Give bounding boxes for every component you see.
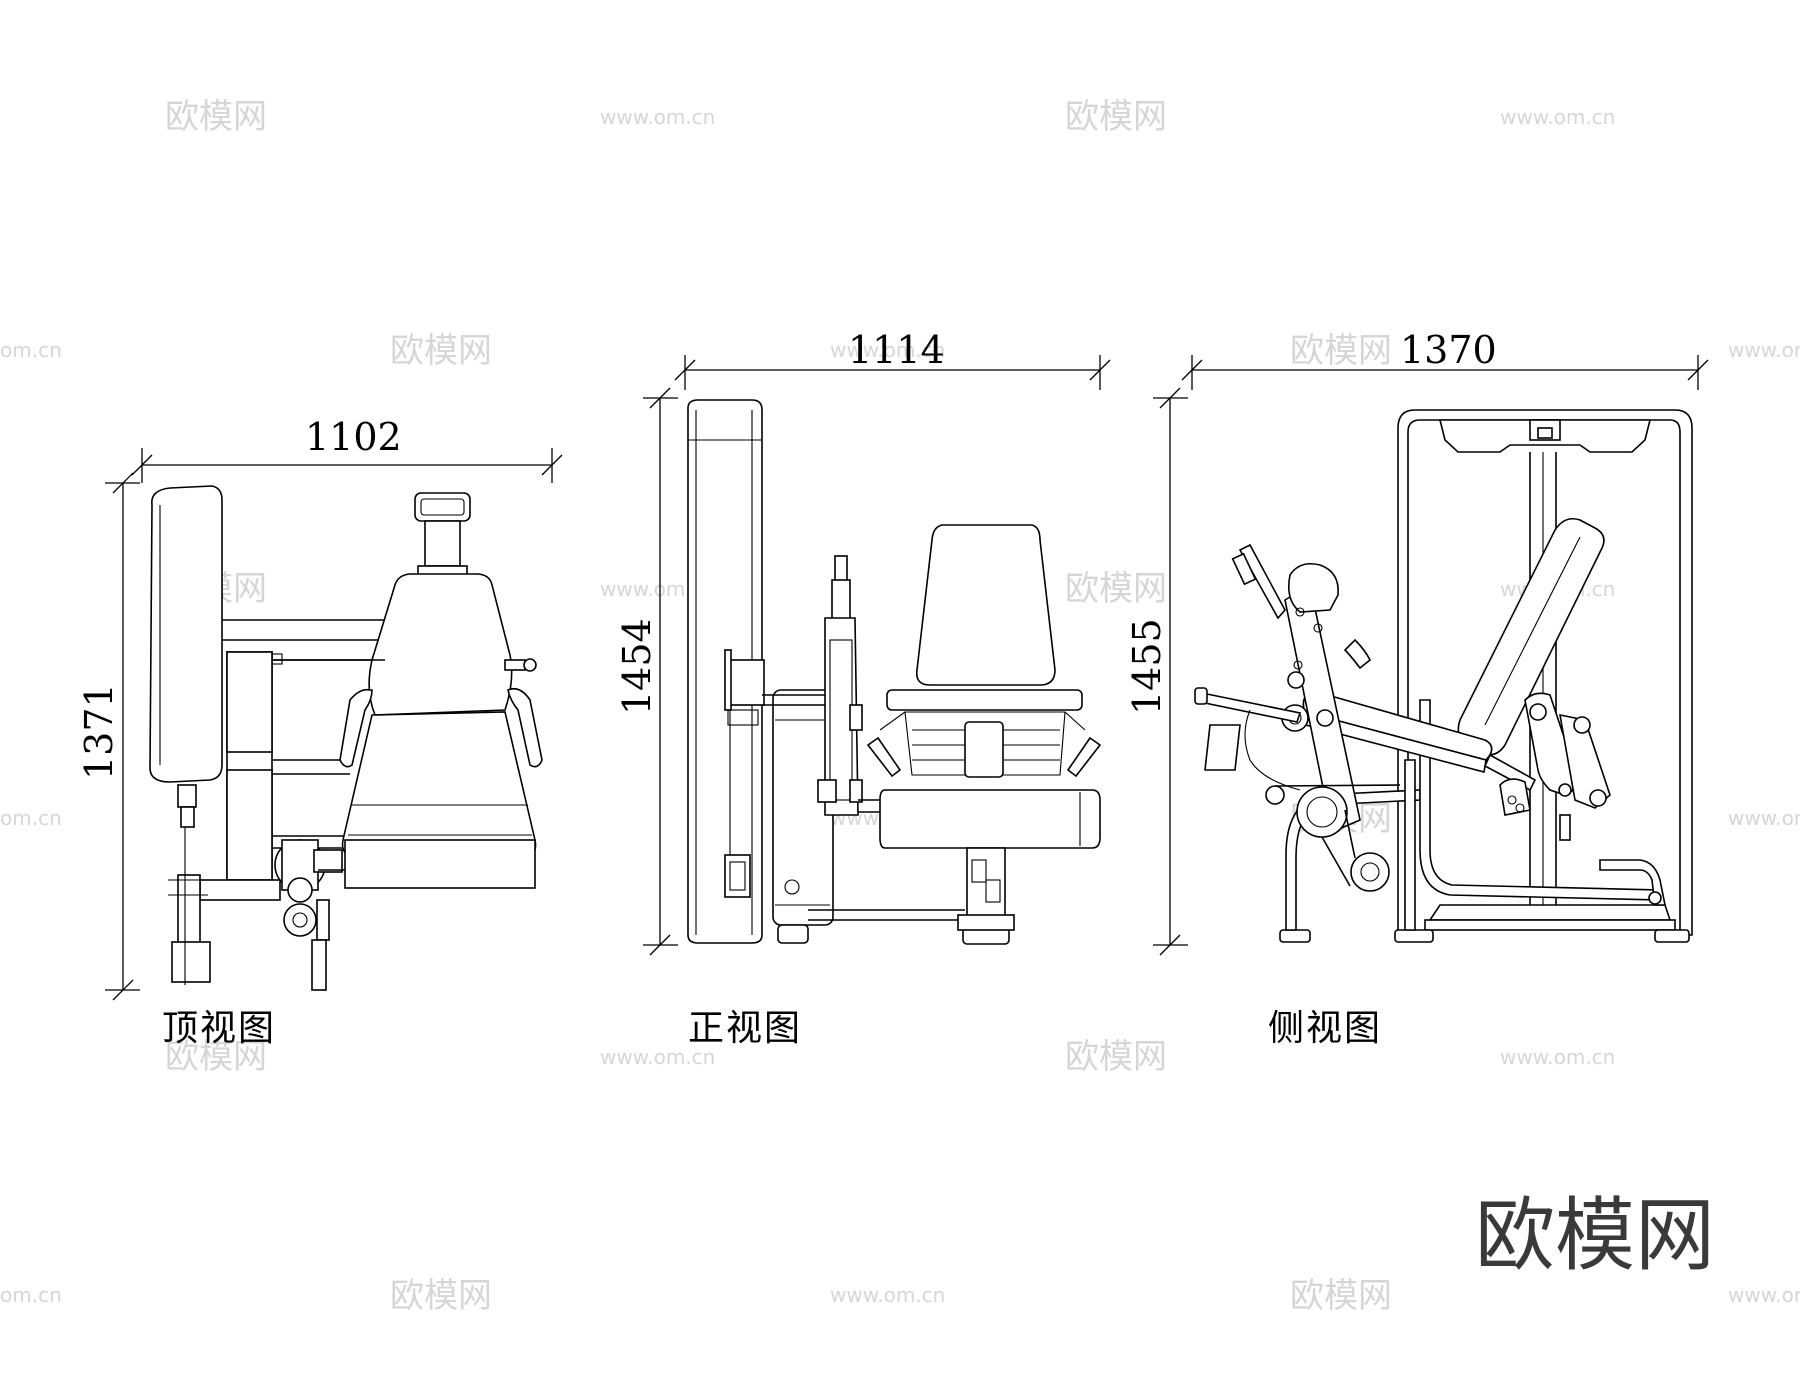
front-view-height-label: 1454 (615, 618, 659, 715)
seat-back-top (368, 573, 513, 716)
watermark-url: www.om.cn (1500, 105, 1615, 129)
watermark-url: www.om.cn (1500, 1045, 1615, 1069)
watermark-url: www.om.cn (830, 1283, 945, 1307)
front-view: 1114 1454 (615, 328, 1111, 1049)
watermark-logo: 欧模网 (1065, 1037, 1167, 1077)
top-view-height-dimension: 1371 (77, 472, 140, 1001)
watermark-logo: 欧模网 (390, 331, 492, 371)
side-view-caption: 侧视图 (1268, 1008, 1382, 1049)
watermark-url: www.om.cn (600, 105, 715, 129)
watermark-logo: 欧模网 (1290, 331, 1392, 371)
seat-back-front (915, 524, 1056, 686)
watermark-url: www.om.cn (1728, 1283, 1800, 1307)
top-view-height-label: 1371 (77, 683, 121, 780)
side-view-width-dimension: 1370 (1181, 328, 1709, 390)
watermark-logo: 欧模网 (1290, 1276, 1392, 1316)
watermark-logo: 欧模网 (1065, 97, 1167, 137)
watermark-url: om.cn (0, 1283, 62, 1307)
seat-cushion-top (341, 711, 537, 859)
top-view-caption: 顶视图 (162, 1008, 276, 1049)
side-view: 1370 1455 (1125, 328, 1709, 1049)
top-view-width-dimension: 1102 (131, 415, 563, 483)
watermark-logo: 欧模网 (390, 1276, 492, 1316)
watermark-url: www.om.cn (1728, 806, 1800, 830)
watermark-logo: 欧模网 (1065, 569, 1167, 609)
watermark-logo: 欧模网 (165, 97, 267, 137)
top-view: 1102 1371 (77, 415, 563, 1049)
leg-roller-front (879, 789, 1101, 849)
front-view-caption: 正视图 (688, 1008, 802, 1049)
watermark-url: www.om.cn (600, 1045, 715, 1069)
seat-handle-top (414, 492, 471, 522)
watermark-url: www.om.cn (830, 338, 945, 362)
front-view-width-dimension: 1114 (674, 328, 1111, 390)
side-view-height-dimension: 1455 (1125, 387, 1188, 956)
side-view-height-label: 1455 (1125, 618, 1169, 715)
side-view-width-label: 1370 (1400, 328, 1497, 372)
watermark-url: om.cn (0, 806, 62, 830)
watermark-url: www.om.cn (1728, 338, 1800, 362)
top-view-width-label: 1102 (305, 415, 402, 459)
pulley-small (1350, 852, 1390, 892)
front-view-width-label: 1114 (848, 328, 945, 372)
side-frame (1397, 409, 1693, 936)
back-pad (149, 485, 223, 783)
watermark-url: om.cn (0, 338, 62, 362)
left-handle (339, 688, 373, 768)
watermark-logo-large: 欧模网 (1475, 1189, 1715, 1282)
front-view-height-dimension: 1454 (615, 387, 678, 956)
pulley-large (1296, 786, 1348, 838)
watermark-logo: 欧模网 (165, 1037, 267, 1077)
right-handle (507, 687, 543, 768)
